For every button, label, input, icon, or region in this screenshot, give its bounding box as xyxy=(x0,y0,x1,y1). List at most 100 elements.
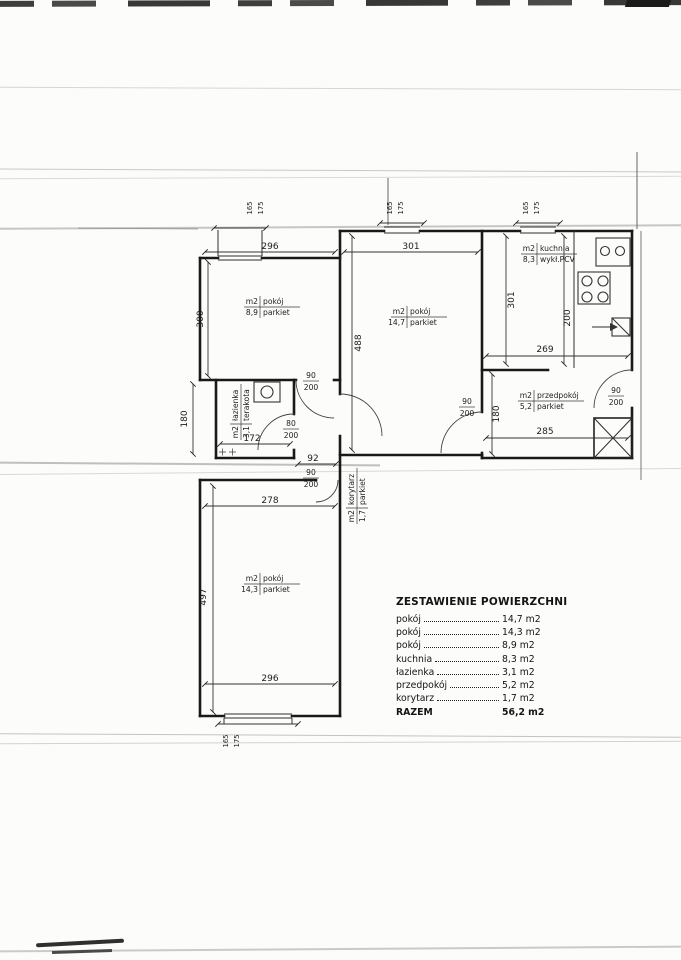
legend-row: łazienka 3,1 m2 xyxy=(396,666,548,679)
legend-row: pokój 8,9 m2 xyxy=(396,639,548,652)
dim-room147-width: 301 xyxy=(402,242,419,252)
window-dim: 165 175 xyxy=(222,735,241,748)
room-label-lazienka: m2 łazienka 3,1 terakota xyxy=(230,384,252,440)
dim-room143-width-bottom: 296 xyxy=(261,674,278,684)
door-dim: 90 200 xyxy=(459,397,475,418)
door-width: 90 xyxy=(306,371,316,380)
door-height: 200 xyxy=(304,383,319,392)
room-label-pokoj-89: m2 pokój 8,9 parkiet xyxy=(244,296,300,318)
area-summary-legend: ZESTAWIENIE POWIERZCHNI pokój 14,7 m2 po… xyxy=(396,596,568,720)
room-label-pokoj-147: m2 pokój 14,7 parkiet xyxy=(388,306,447,328)
legend-row-value: 3,1 m2 xyxy=(502,666,535,678)
dim-room89-width: 296 xyxy=(261,242,278,252)
dim-hall-height: 180 xyxy=(492,405,502,422)
legend-row-label: korytarz xyxy=(396,693,435,705)
window-symbol xyxy=(512,219,564,234)
window-width: 165 xyxy=(222,735,230,748)
legend-row: kuchnia 8,3 m2 xyxy=(396,653,548,666)
legend-row-value: 1,7 m2 xyxy=(502,693,535,705)
legend-row-value: 8,9 m2 xyxy=(502,640,535,652)
window-dim: 165 175 xyxy=(522,202,541,215)
legend-total-value: 56,2 m2 xyxy=(502,707,545,719)
door-width: 80 xyxy=(286,419,296,428)
dotted-leader xyxy=(423,621,499,622)
room-unit: m2 xyxy=(523,244,535,253)
dim-hall-width: 285 xyxy=(536,427,553,437)
dotted-leader xyxy=(437,700,499,702)
room-label-przedpokoj: m2 przedpokój 5,2 parkiet xyxy=(518,390,584,412)
door-dim: 90 200 xyxy=(608,386,624,407)
dim-corridor-width: 92 xyxy=(307,454,318,464)
washing-machine-symbol xyxy=(253,381,281,403)
room-area: 3,1 xyxy=(242,426,251,438)
room-name: korytarz xyxy=(347,474,356,505)
window-width: 165 xyxy=(246,202,254,215)
room-floor: parkiet xyxy=(410,318,437,327)
window-width: 165 xyxy=(386,202,394,215)
room-floor: parkiet xyxy=(263,308,290,317)
room-unit: m2 xyxy=(520,391,532,400)
door-dim: 80 200 xyxy=(283,419,299,440)
legend-row-label: przedpokój xyxy=(396,679,448,691)
window-symbol xyxy=(214,713,302,728)
door-height: 200 xyxy=(609,398,624,407)
legend-row-label: pokój xyxy=(396,614,421,625)
legend-total-row: RAZEM 56,2 m2 xyxy=(396,706,548,719)
door-dim: 90 200 xyxy=(303,468,319,489)
dim-bath-height: 180 xyxy=(180,410,190,427)
legend-row-value: 14,7 m2 xyxy=(502,614,541,625)
room-name: przedpokój xyxy=(537,391,579,400)
dim-bath-width: 172 xyxy=(243,434,260,444)
legend-row-label: łazienka xyxy=(396,666,435,678)
room-name: pokój xyxy=(263,574,283,583)
legend-row-value: 8,3 m2 xyxy=(502,653,535,665)
room-area: 5,2 xyxy=(520,402,532,411)
legend-row: przedpokój 5,2 m2 xyxy=(396,679,548,692)
legend-total-label: RAZEM xyxy=(396,707,433,719)
window-dim: 165 175 xyxy=(386,202,405,215)
room-name: pokój xyxy=(263,297,283,306)
room-floor: parkiet xyxy=(537,402,564,411)
direction-arrow-icon xyxy=(592,323,618,331)
legend-row-label: pokój xyxy=(396,627,421,639)
legend-row: pokój 14,7 m2 xyxy=(396,613,548,626)
stove-symbol xyxy=(577,271,611,305)
legend-row-label: pokój xyxy=(396,640,421,652)
room-unit: m2 xyxy=(246,574,258,583)
window-height: 175 xyxy=(257,202,265,215)
dotted-leader xyxy=(435,660,499,662)
dim-room143-height: 497 xyxy=(199,588,209,605)
legend-row-label: kuchnia xyxy=(396,653,433,665)
dim-kitchen-height: 301 xyxy=(507,291,517,308)
dim-kitchen-width: 269 xyxy=(536,345,553,355)
room-label-korytarz: m2 korytarz 1,7 parkiet xyxy=(346,468,368,524)
window-height: 175 xyxy=(233,735,241,748)
door-width: 90 xyxy=(306,468,316,477)
door-width: 90 xyxy=(611,386,621,395)
room-floor: wykł.PCV xyxy=(540,255,576,264)
room-label-pokoj-143: m2 pokój 14,3 parkiet xyxy=(241,573,300,595)
sink-symbol xyxy=(595,237,631,267)
room-floor: parkiet xyxy=(358,478,367,505)
room-area: 14,7 xyxy=(388,318,405,327)
window-height: 175 xyxy=(533,202,541,215)
dim-kitchen-depth: 200 xyxy=(563,309,573,326)
window-height: 175 xyxy=(397,202,405,215)
window-width: 165 xyxy=(522,202,530,215)
door-width: 90 xyxy=(462,397,472,406)
door-dim: 90 200 xyxy=(303,371,319,392)
room-floor: parkiet xyxy=(263,585,290,594)
legend-title: ZESTAWIENIE POWIERZCHNI xyxy=(396,596,568,608)
room-floor: terakota xyxy=(242,389,251,421)
room-name: kuchnia xyxy=(540,244,570,253)
room-unit: m2 xyxy=(347,510,356,522)
dimension-lines xyxy=(189,232,632,716)
door-height: 200 xyxy=(284,431,299,440)
dim-room143-width-top: 278 xyxy=(261,496,278,506)
window-dim: 165 175 xyxy=(246,202,265,215)
room-unit: m2 xyxy=(246,297,258,306)
window-symbol xyxy=(376,219,428,234)
room-name: łazienka xyxy=(231,390,240,421)
dim-room89-height: 300 xyxy=(196,310,206,327)
